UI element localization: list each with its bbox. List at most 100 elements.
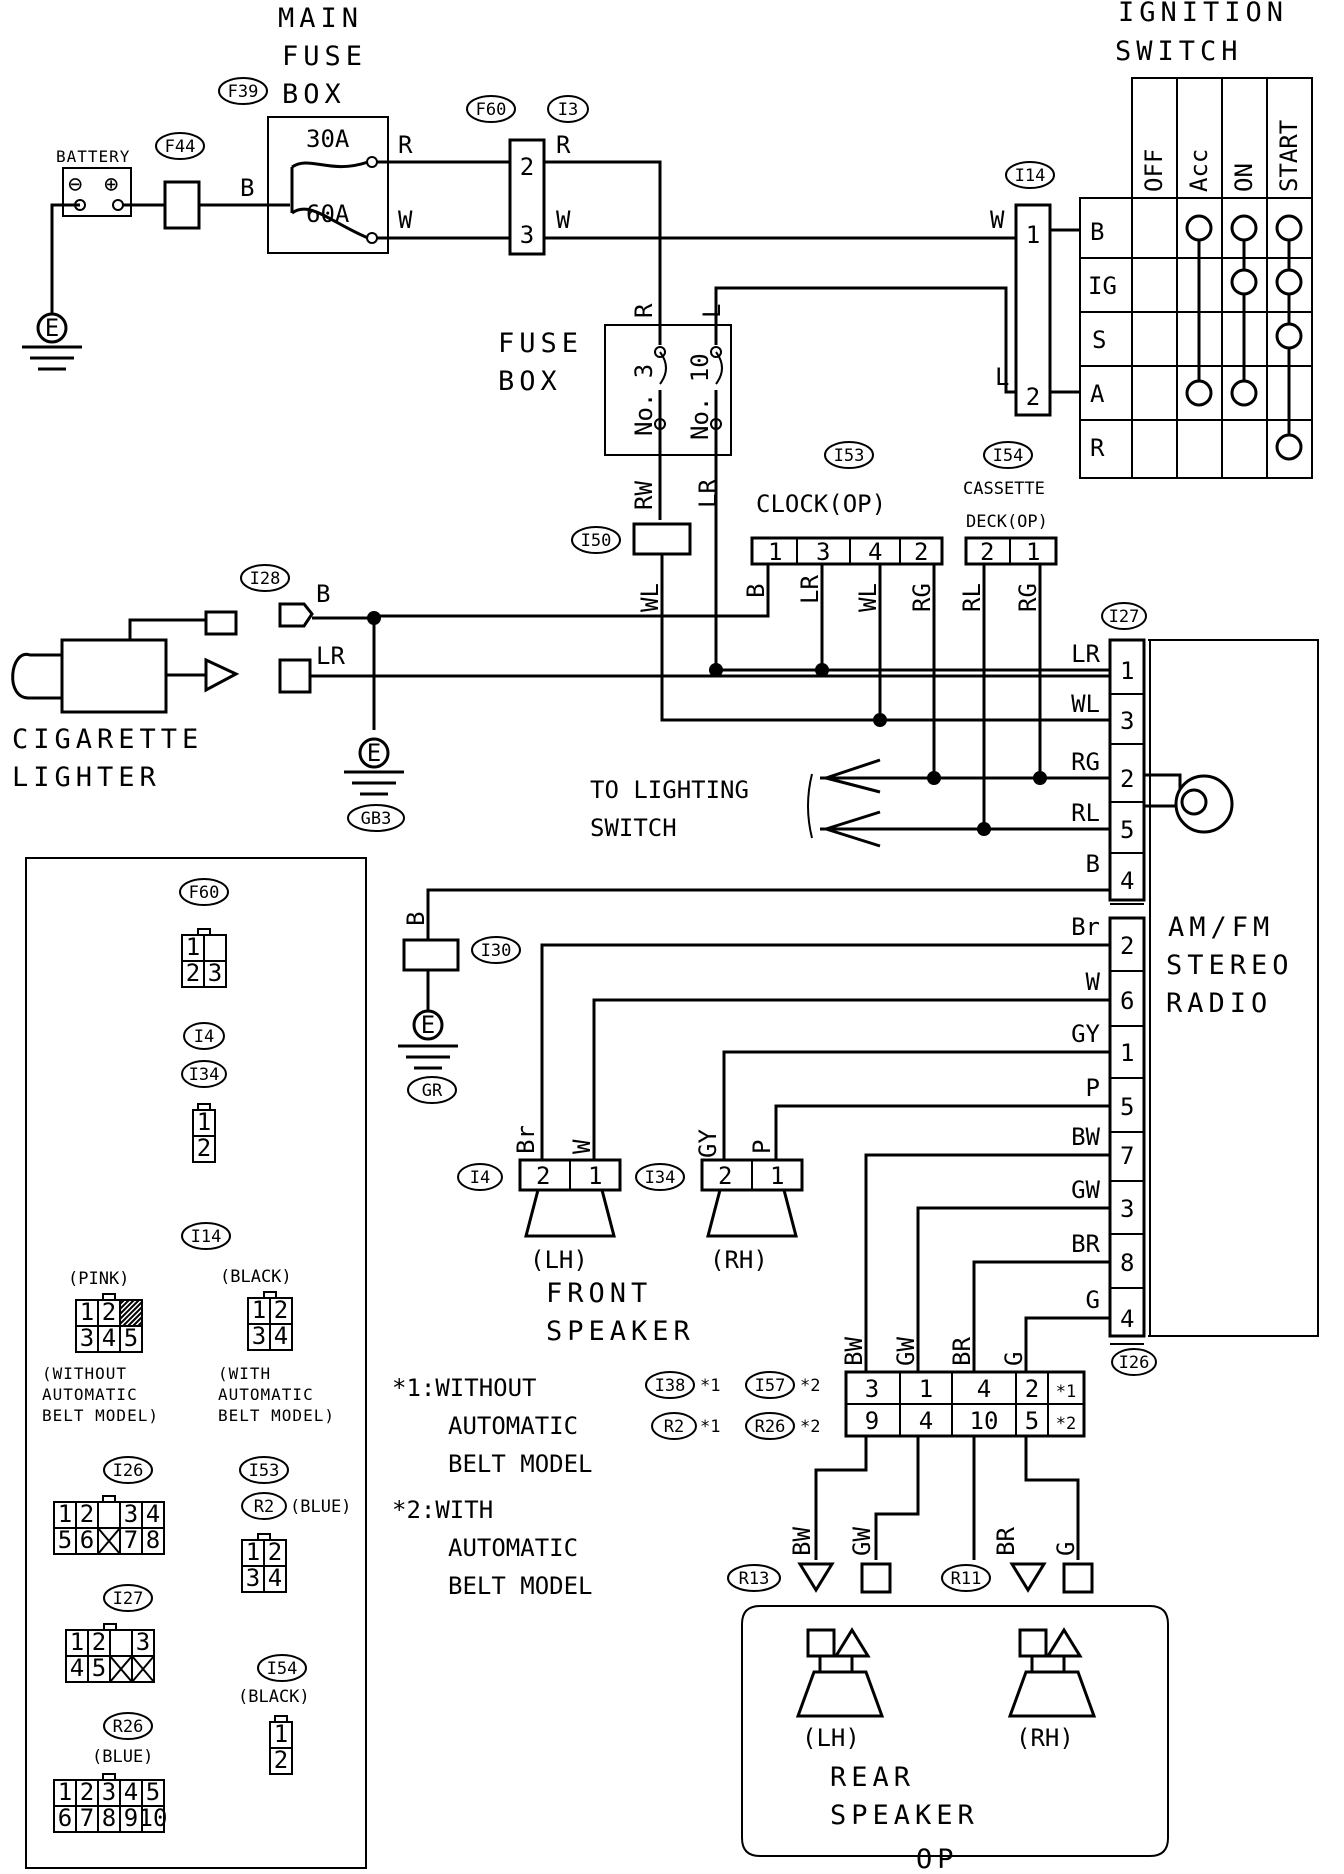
terminal-b: B <box>1090 218 1104 246</box>
tag-bubble-i4 <box>457 1163 503 1191</box>
wire-label-lr: LR <box>796 575 824 604</box>
fuse-box-outline <box>604 324 732 456</box>
rear-rh-label: (RH) <box>1016 1724 1074 1752</box>
legend-cell-label: 1 <box>58 1500 72 1528</box>
legend-cell <box>203 960 227 988</box>
legend-tag-i53: I53 <box>249 1461 280 1481</box>
tag-bubble-gr <box>407 1076 457 1104</box>
fuse-60a-label: 60A <box>306 200 350 228</box>
legend-cell-label: 2 <box>80 1500 94 1528</box>
legend-cell-label: 5 <box>124 1324 138 1352</box>
legend-cell <box>131 1655 155 1683</box>
terminal-s: S <box>1092 326 1106 354</box>
radio-pin: 3 <box>1120 707 1134 735</box>
ground-icon <box>398 1044 458 1070</box>
ground-icon <box>22 345 82 371</box>
connector-i28-lr <box>278 658 312 694</box>
pin-2: 2 <box>520 153 534 181</box>
wire-label-b: B <box>742 584 770 598</box>
wire-label-b: B <box>402 912 430 926</box>
legend-tag-bubble <box>183 1022 225 1050</box>
legend-tag-bubble <box>239 1456 289 1484</box>
legend-black-note-2: AUTOMATIC <box>218 1385 314 1404</box>
legend-cell-label: 1 <box>197 1108 211 1136</box>
tag-r11: R11 <box>951 1569 982 1589</box>
legend-cell-label: 2 <box>102 1298 116 1326</box>
connector-i26 <box>1108 916 1146 1338</box>
fuse-contact <box>654 346 666 358</box>
radio-pin: 5 <box>1120 1093 1134 1121</box>
connector-i30: B I30 E GR <box>398 912 521 1104</box>
tag-gb3: GB3 <box>361 809 392 829</box>
clock-pin-3: 3 <box>816 538 830 566</box>
main-fuse-box-title-1: MAIN <box>278 3 363 34</box>
tag-bubble-i57 <box>745 1371 795 1399</box>
ignition-switch-title-1: IGNITION <box>1118 0 1288 28</box>
legend-cell-label: 4 <box>70 1654 84 1682</box>
wire-label-p: P <box>748 1140 776 1154</box>
battery: BATTERY F44 ⊖ ⊕ B E <box>22 132 290 371</box>
legend-cell-label: 5 <box>146 1778 160 1806</box>
legend-cell-label: 5 <box>92 1654 106 1682</box>
tag-f60: F60 <box>476 100 507 120</box>
ground-e-lighter <box>358 737 390 769</box>
wire-label-rw: RW <box>630 481 658 510</box>
legend-cell-label: 2 <box>197 1134 211 1162</box>
tag-bubble-i53 <box>824 441 874 469</box>
front-rh-pin-1: 1 <box>770 1162 784 1190</box>
legend-cell-label: 6 <box>58 1804 72 1832</box>
fuse-box: FUSE BOX R L No. 3 No. 10 RW LR <box>498 286 1016 670</box>
legend-cell <box>263 1565 287 1593</box>
legend-cell-label: 2 <box>92 1628 106 1656</box>
tag-i14: I14 <box>1015 166 1046 186</box>
note-1-line-3: BELT MODEL <box>448 1450 593 1478</box>
legend-cell-label: 3 <box>124 1500 138 1528</box>
tag-bubble-i38 <box>645 1371 695 1399</box>
fuse-elements <box>659 351 723 385</box>
lighter-wires <box>310 616 1110 730</box>
legend-tag-r2: R2 <box>254 1497 274 1517</box>
front-lh-speaker-icon <box>524 1188 616 1238</box>
wire-label-bw: BW <box>788 1527 816 1556</box>
legend-cell-label: 8 <box>102 1804 116 1832</box>
to-lighting-label-2: SWITCH <box>590 814 677 842</box>
lighter-knob <box>11 653 64 700</box>
to-lighting-label-1: TO LIGHTING <box>590 776 749 804</box>
rear-rh-speaker-icon <box>1007 1670 1097 1718</box>
clock-pin-4: 4 <box>868 538 882 566</box>
legend-pink-note-2: AUTOMATIC <box>42 1385 138 1404</box>
legend-cell-hatch <box>127 1311 143 1327</box>
rear-wires-upper <box>864 1153 1110 1372</box>
rear-lh-speaker-icon <box>795 1670 885 1718</box>
lighter-label-2: LIGHTER <box>12 762 161 793</box>
note-mark-2: *2 <box>800 1376 820 1396</box>
rear-speakers: (LH) (RH) REAR SPEAKER OP <box>741 1605 1169 1874</box>
tag-bubble-i26 <box>1111 1348 1157 1376</box>
front-lh-label: (LH) <box>530 1246 588 1274</box>
legend-cell-hatch <box>122 1306 143 1327</box>
main-fuse-box-title-3: BOX <box>282 79 346 110</box>
legend-cell-label: 1 <box>246 1538 260 1566</box>
connector-body <box>508 138 546 256</box>
legend-latch <box>263 1291 277 1299</box>
legend-pink-note-1: (WITHOUT <box>42 1364 127 1383</box>
tag-bubble-f39 <box>218 77 268 105</box>
tag-bubble-i50 <box>571 526 621 554</box>
legend-cell-label: 3 <box>136 1628 150 1656</box>
connector-i50-body <box>632 522 692 556</box>
wire-label-l: L <box>698 304 726 318</box>
front-rh-label: (RH) <box>710 1246 768 1274</box>
fuse-terminal <box>366 232 378 244</box>
rear-rh-terminal-icon-2 <box>1045 1627 1083 1658</box>
rear-cell: *2 <box>1056 1414 1076 1434</box>
ground-e-label: E <box>45 314 59 342</box>
legend-cell-label: 4 <box>124 1778 138 1806</box>
rear-wires-lower <box>814 1436 1080 1560</box>
fuse-no-3: No. 3 <box>630 364 658 436</box>
tag-r13: R13 <box>739 1569 770 1589</box>
radio-wire-label: RG <box>1071 748 1100 776</box>
wire-label-w: W <box>556 206 571 234</box>
legend-cell <box>97 1501 121 1529</box>
tag-gr: GR <box>422 1081 443 1101</box>
